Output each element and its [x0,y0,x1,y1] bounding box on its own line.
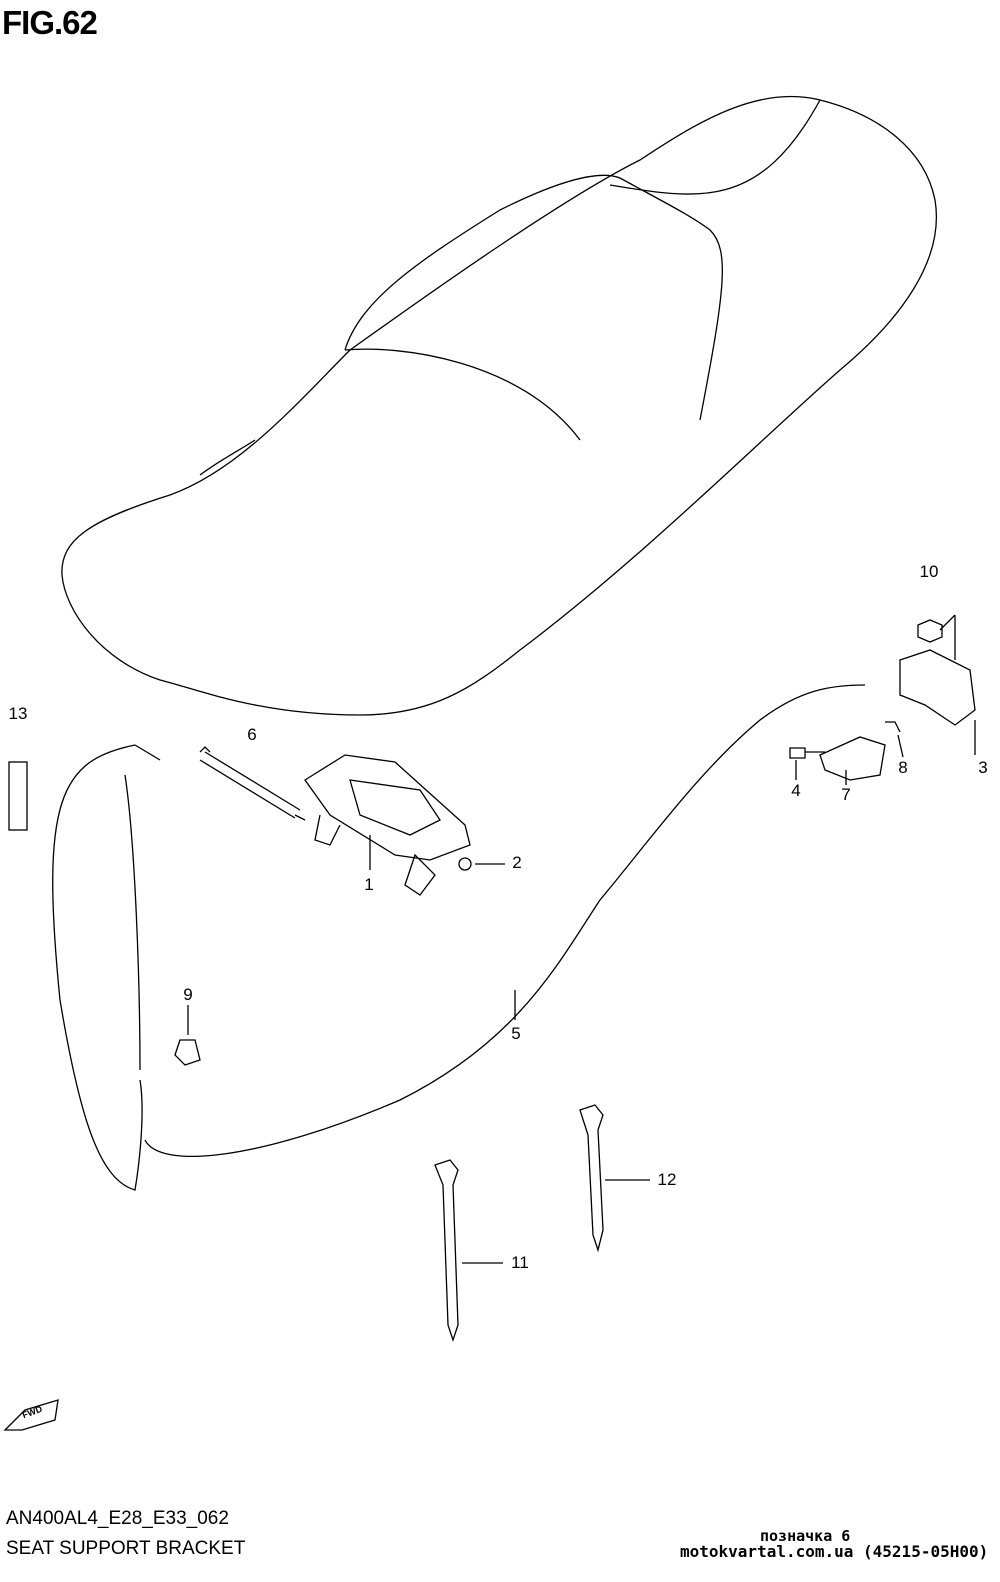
callout-9: 9 [183,985,193,1004]
seat-rear-line [609,99,821,195]
callout-2: 2 [512,853,522,872]
callout-13: 13 [8,704,28,723]
part-7-plate [819,736,886,781]
seat-step [344,348,581,441]
part-12-tie [579,1104,604,1253]
callout-1: 1 [364,875,374,894]
callout-4: 4 [791,781,801,800]
model-code: AN400AL4_E28_E33_062 [6,1508,229,1529]
seat-crease [199,439,256,476]
part-13-sponge [8,761,28,831]
fwd-arrow [3,1399,59,1431]
section-title: SEAT SUPPORT BRACKET [6,1538,246,1559]
figure-number: FIG.62 [2,4,98,41]
callout-7: 7 [841,785,851,804]
part-2-nut [458,857,472,871]
watermark-line1: позначка 6 [760,1527,851,1545]
part-11-tie [434,1159,459,1343]
part-5-cable [52,684,866,1191]
part-3-latch [899,649,976,726]
callout-5: 5 [511,1024,521,1043]
part-8-clip [885,721,904,758]
part-4-screw [789,747,825,780]
part-1-bracket [304,754,471,896]
callout-3: 3 [978,758,988,777]
part-5-inner-cable [124,744,161,1071]
callout-11: 11 [511,1253,529,1272]
seat-rider-ridge [344,174,723,421]
watermark-line2: motokvartal.com.ua (45215-05H00) [680,1542,989,1561]
callout-12: 12 [657,1170,677,1189]
part-9-clamp [174,1039,201,1066]
callout-10: 10 [919,562,939,581]
callout-6: 6 [247,725,257,744]
part-10-bolt [917,614,956,660]
part-6-rod [199,746,306,821]
seat-outline [61,95,937,716]
callout-8: 8 [898,758,908,777]
